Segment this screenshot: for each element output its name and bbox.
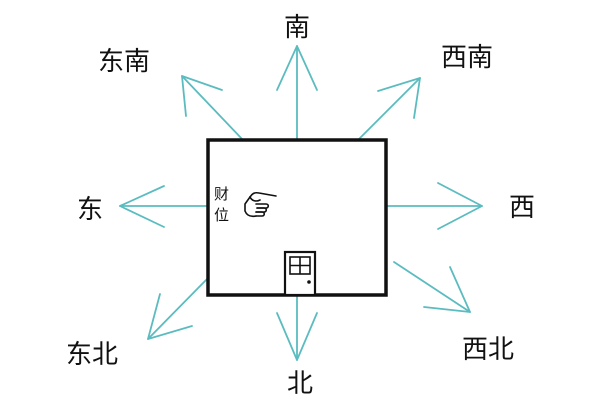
door-icon [283, 250, 317, 297]
label-southwest: 西南 [441, 43, 493, 73]
label-northwest: 西北 [462, 335, 514, 365]
arrow-east [119, 185, 209, 228]
label-west: 西 [509, 193, 535, 223]
wealth-label-line2: 位 [214, 206, 229, 224]
label-south: 南 [284, 13, 310, 43]
label-north: 北 [287, 369, 313, 399]
arrow-south [276, 45, 318, 141]
arrow-west [385, 182, 483, 230]
label-east: 东 [77, 195, 103, 225]
arrow-north [276, 295, 318, 361]
arrow-southeast [181, 75, 244, 141]
label-southeast: 东南 [98, 47, 150, 77]
pointing-hand-icon [244, 191, 277, 218]
arrow-northwest [393, 261, 471, 313]
arrow-northeast [147, 277, 209, 340]
arrow-southwest [357, 77, 421, 141]
door-knob [307, 280, 311, 284]
direction-arrows [119, 45, 483, 361]
label-northeast: 东北 [66, 340, 118, 370]
wealth-label-line1: 财 [214, 185, 229, 203]
